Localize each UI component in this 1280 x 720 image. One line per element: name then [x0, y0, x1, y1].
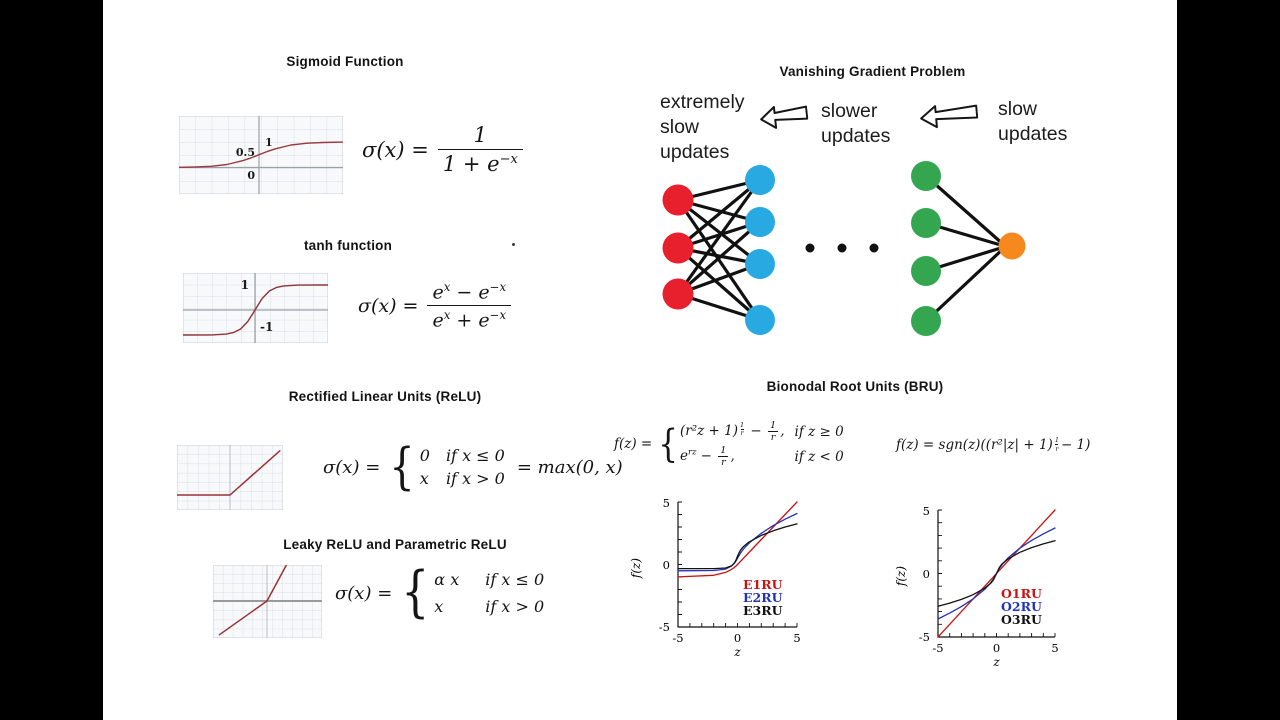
- formula-lhs: σ(x) =: [323, 456, 381, 478]
- series-relu: [177, 450, 281, 496]
- series-layer: [677, 501, 798, 578]
- y-tick-label: -5: [659, 620, 670, 634]
- series-E3RU: [677, 523, 798, 570]
- legend-entry: O2RU: [1001, 599, 1042, 614]
- sigmoid-plot: 1 0.5 0: [179, 116, 343, 194]
- deep-output-edges: [924, 174, 1006, 323]
- series-tanh: [183, 284, 328, 336]
- series-layer: [183, 284, 328, 336]
- stray-dot: [512, 243, 515, 246]
- grid: [179, 116, 343, 194]
- extremely-slow-updates-label: extremely slow updates: [660, 91, 745, 163]
- sigmoid-zero-label: 0: [247, 169, 255, 182]
- deep-layer-nodes: [911, 161, 941, 336]
- letterbox-right: [1177, 0, 1280, 720]
- leaky-relu-formula: σ(x) = { α x if x ≤ 0 x if x > 0: [335, 565, 545, 620]
- x-tick-label: 0: [993, 641, 1000, 655]
- case-brace: {: [658, 420, 678, 466]
- x-tick-label: -5: [932, 641, 943, 655]
- fraction: 1 1 + e−x: [437, 123, 523, 176]
- legend-entry: E1RU: [743, 577, 783, 592]
- cases: α x if x ≤ 0 x if x > 0: [434, 570, 545, 616]
- ellipsis-dots: [805, 243, 879, 253]
- series-layer: [218, 565, 287, 636]
- slower-updates-label: slower updates: [821, 100, 891, 147]
- hidden-layer-nodes: [745, 165, 775, 335]
- formula-lhs: f(z) =: [614, 436, 653, 452]
- left-arrow-icon: [920, 104, 979, 129]
- relu-max-form: = max(0, x): [516, 456, 623, 478]
- relu-plot: [177, 445, 283, 510]
- bru-exponential-chart: 5 0 -5 -5 0 5 f(z) z E1RU E2RU E3RU: [629, 496, 801, 659]
- tanh-formula: σ(x) = ex − e−x ex + e−x: [358, 280, 512, 332]
- neural-network-diagram: [662, 161, 1026, 336]
- leaky-title: Leaky ReLU and Parametric ReLU: [283, 537, 507, 552]
- formula-lhs: σ(x) =: [335, 582, 393, 604]
- letterbox-left: [0, 0, 103, 720]
- y-tick-label: 0: [923, 567, 930, 581]
- relu-formula: σ(x) = { 0 if x ≤ 0 x if x > 0 = max(0, …: [323, 442, 623, 492]
- bru-odd-chart: 5 0 -5 -5 0 5 f(z) z O1RU O2RU O3RU: [894, 504, 1059, 669]
- legend-entry: E3RU: [743, 603, 783, 618]
- series-layer: [937, 509, 1056, 638]
- x-axis-label: z: [733, 645, 741, 659]
- y-tick-label: 0: [663, 558, 670, 572]
- series-sigmoid: [179, 141, 343, 168]
- relu-title: Rectified Linear Units (ReLU): [288, 389, 482, 404]
- case-brace: {: [401, 560, 430, 625]
- vanishing-gradient-title: Vanishing Gradient Problem: [779, 64, 966, 79]
- y-tick-label: 5: [663, 496, 670, 510]
- left-arrow-icon: [760, 105, 809, 129]
- tanh-one-label: 1: [241, 278, 249, 292]
- tanh-negone-label: -1: [260, 320, 273, 334]
- y-tick-label: -5: [919, 630, 930, 644]
- sigmoid-formula: σ(x) = 1 1 + e−x: [362, 123, 523, 176]
- series-E2RU: [677, 512, 798, 572]
- leaky-relu-plot: [213, 565, 322, 638]
- tanh-plot: 1 -1: [183, 273, 328, 343]
- y-axis-label: f(z): [894, 566, 908, 587]
- y-axis-label: f(z): [629, 558, 643, 579]
- x-tick-label: 0: [734, 631, 741, 645]
- fraction: ex − e−x ex + e−x: [427, 280, 512, 332]
- slow-updates-label: slow updates: [998, 98, 1068, 145]
- case-brace: {: [389, 438, 415, 496]
- legend-entry: E2RU: [743, 590, 783, 605]
- sigmoid-one-label: 1: [265, 136, 273, 149]
- series-leaky-relu: [218, 565, 287, 636]
- legend-entry: O3RU: [1001, 612, 1042, 627]
- formula-lhs: σ(x) =: [362, 137, 429, 162]
- sigmoid-title: Sigmoid Function: [286, 54, 404, 69]
- input-layer-nodes: [662, 184, 694, 310]
- formula-lhs: σ(x) =: [358, 294, 419, 317]
- output-node: [998, 232, 1026, 260]
- series-E1RU: [677, 501, 798, 578]
- tanh-title: tanh function: [303, 238, 393, 253]
- tick-marks: [937, 509, 1056, 638]
- x-tick-label: 5: [793, 631, 800, 645]
- x-tick-label: 5: [1051, 641, 1058, 655]
- series-layer: [179, 141, 343, 168]
- legend-entry: O1RU: [1001, 586, 1042, 601]
- x-axis-label: z: [992, 655, 1000, 669]
- series-O3RU: [937, 540, 1056, 607]
- bru-title: Bionodal Root Units (BRU): [766, 379, 944, 394]
- sigmoid-half-label: 0.5: [236, 146, 255, 159]
- series-layer: [177, 450, 281, 496]
- cases: 0 if x ≤ 0 x if x > 0: [419, 446, 505, 488]
- y-tick-label: 5: [923, 504, 930, 518]
- x-tick-label: -5: [672, 631, 683, 645]
